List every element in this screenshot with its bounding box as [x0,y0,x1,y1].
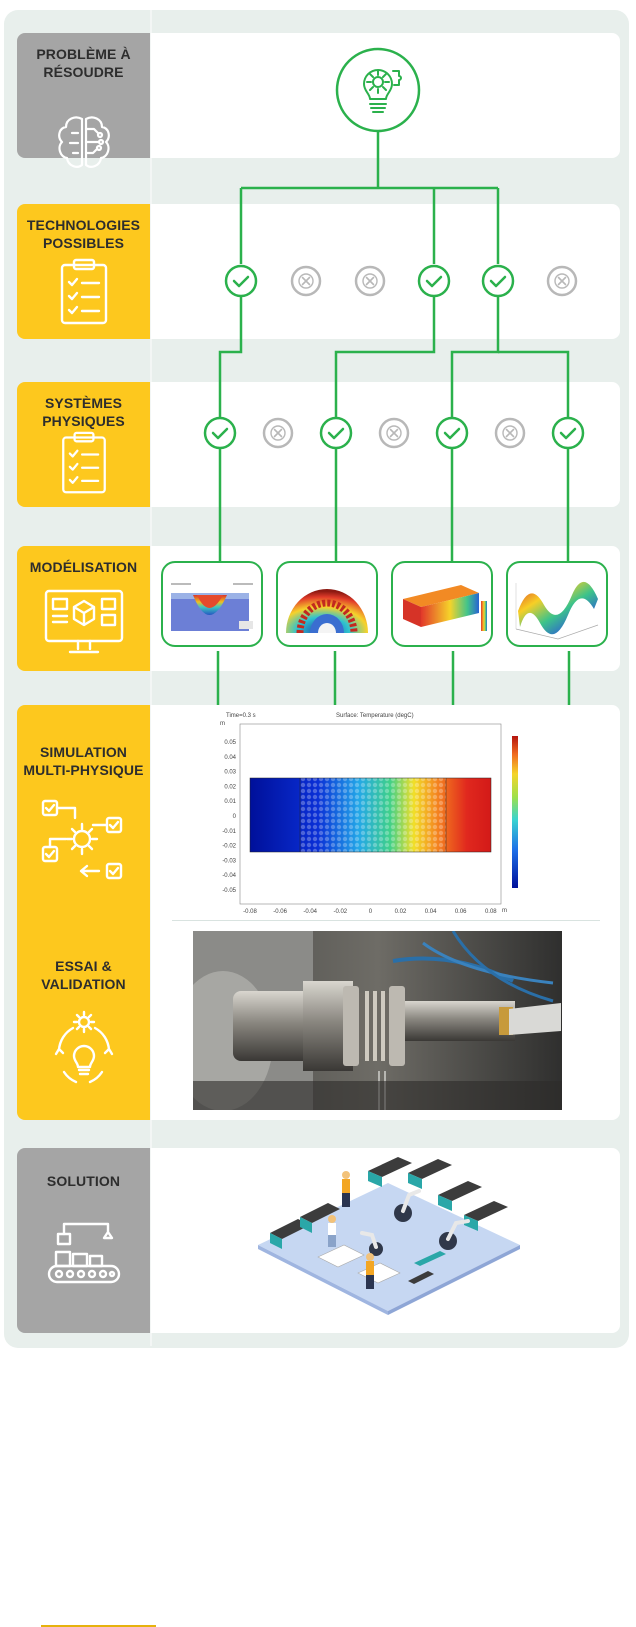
connector-line [450,296,500,417]
checklist-clipboard-icon [60,258,107,325]
checklist-clipboard-icon [61,431,106,494]
y-tick-label: -0.02 [222,844,236,850]
workflow-gear-icon [41,799,122,880]
y-unit: m [220,721,225,727]
time-label: Time=0.3 s [226,713,256,719]
x-tick-label: -0.08 [243,909,257,915]
x-tick-label: -0.04 [303,909,317,915]
stage-title: SYSTÈMES PHYSIQUES [42,395,125,429]
x-tick-label: -0.06 [273,909,287,915]
technology-node-check-icon [481,264,515,298]
y-tick-label: -0.01 [222,829,236,835]
plot-title: Surface: Temperature (degC) [336,713,414,719]
surface-wave-plot [515,581,599,640]
technology-node-reject-icon [290,265,322,297]
decision-tree-diagram [203,47,585,705]
stage-label-probleme: PROBLÈME À RÉSOUDRE [17,33,150,168]
y-tick-label: 0.02 [224,784,236,790]
lightbulb-gear-puzzle-icon [335,47,421,133]
factory-isometric-illustration [258,1157,520,1315]
test-bench-photo [193,931,562,1110]
technology-node-check-icon [224,264,258,298]
model-thumb-weld-pool[interactable] [161,561,263,647]
y-tick-label: 0.03 [224,770,236,776]
technology-node-reject-icon [546,265,578,297]
technology-node-reject-icon [354,265,386,297]
system-node-check-icon [435,416,469,450]
y-tick-label: 0.01 [224,799,236,805]
y-tick-label: 0.04 [224,755,236,761]
x-tick-label: 0.02 [395,909,407,915]
y-tick-label: 0.05 [224,740,236,746]
system-node-check-icon [551,416,585,450]
connector-line [218,296,243,417]
weld-pool-cross-section [171,583,253,631]
stage-label-technologies: TECHNOLOGIES POSSIBLES [17,204,150,339]
stage-label-simulation-essai: SIMULATION MULTI-PHYSIQUE ESSAI & VALIDA… [17,705,156,1627]
x-tick-label: 0.08 [485,909,497,915]
model-thumb-block[interactable] [391,561,493,647]
system-node-check-icon [319,416,353,450]
model-thumb-surface[interactable] [506,561,608,647]
stage-title-simulation: SIMULATION MULTI-PHYSIQUE [23,744,144,778]
x-tick-label: 0.04 [425,909,437,915]
x-unit: m [502,908,507,914]
system-node-reject-icon [262,417,294,449]
bulb-cycle-icon [54,1010,113,1084]
divider [172,920,600,921]
connector-line [498,350,570,417]
stage-label-solution: SOLUTION [17,1148,150,1333]
block-thermal-gradient [403,585,487,631]
technology-node-check-icon [417,264,451,298]
y-tick-label: -0.04 [222,873,236,879]
y-tick-label: 0 [233,814,237,820]
stage-title: TECHNOLOGIES POSSIBLES [26,217,141,251]
connector-line [334,296,436,417]
stage-label-systemes: SYSTÈMES PHYSIQUES [17,382,150,507]
brain-circuit-icon [57,116,110,168]
temperature-simulation-plot: Time=0.3 s Surface: Temperature (degC) m… [220,713,518,915]
system-node-reject-icon [494,417,526,449]
stage-title-essai: ESSAI & VALIDATION [41,958,126,992]
label-column-divider [150,10,152,1346]
x-tick-label: 0 [369,909,373,915]
y-tick-label: -0.03 [222,858,236,864]
monitor-cube-icon [44,589,123,654]
stage-title: MODÉLISATION [29,559,138,575]
stage-title: SOLUTION [46,1173,121,1189]
stage-title: PROBLÈME À RÉSOUDRE [36,46,131,80]
stage-label-modelisation: MODÉLISATION [17,546,150,671]
x-tick-label: -0.02 [333,909,347,915]
system-node-check-icon [203,416,237,450]
system-node-reject-icon [378,417,410,449]
y-tick-label: -0.05 [222,888,236,894]
rotor-stator-field [286,584,368,634]
conveyor-robot-icon [47,1222,120,1284]
x-tick-label: 0.06 [455,909,467,915]
model-thumb-rotor[interactable] [276,561,378,647]
